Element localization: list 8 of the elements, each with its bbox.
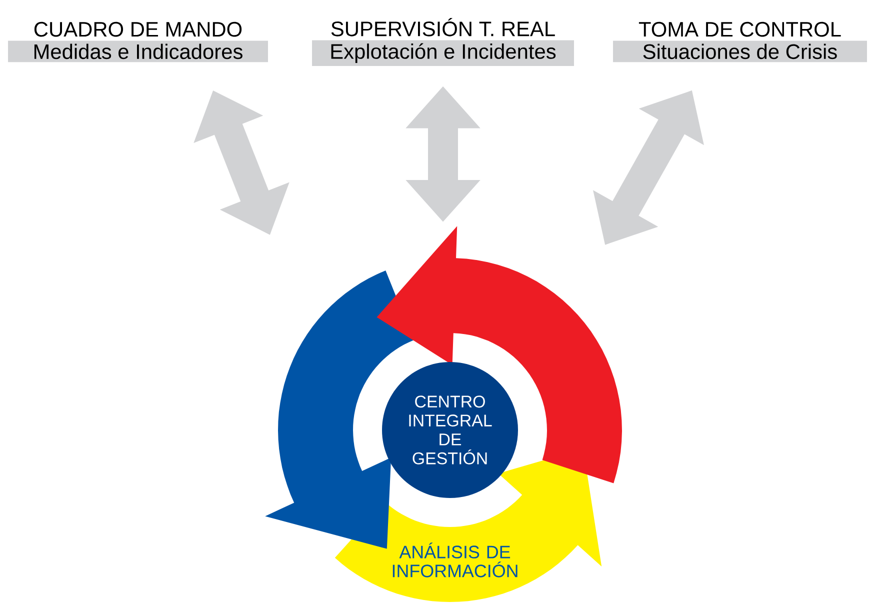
cycle-arrows-drawing	[265, 226, 622, 602]
node-label: CUADRO DE MANDO	[34, 22, 242, 37]
heading-block: SUPERVISIÓN T. REAL Explotación e Incidentes	[312, 18, 574, 66]
node-label: SUPERVISIÓN T. REAL	[331, 18, 555, 36]
heading-block: TOMA DE CONTROL Situaciones de Crisis	[613, 22, 867, 62]
node-label: TOMA DE CONTROL	[638, 22, 841, 37]
heading-block: CUADRO DE MANDO Medidas e Indicadores	[8, 22, 268, 62]
cycle-label: ANÁLISIS DE INFORMACIÓN	[392, 542, 518, 578]
